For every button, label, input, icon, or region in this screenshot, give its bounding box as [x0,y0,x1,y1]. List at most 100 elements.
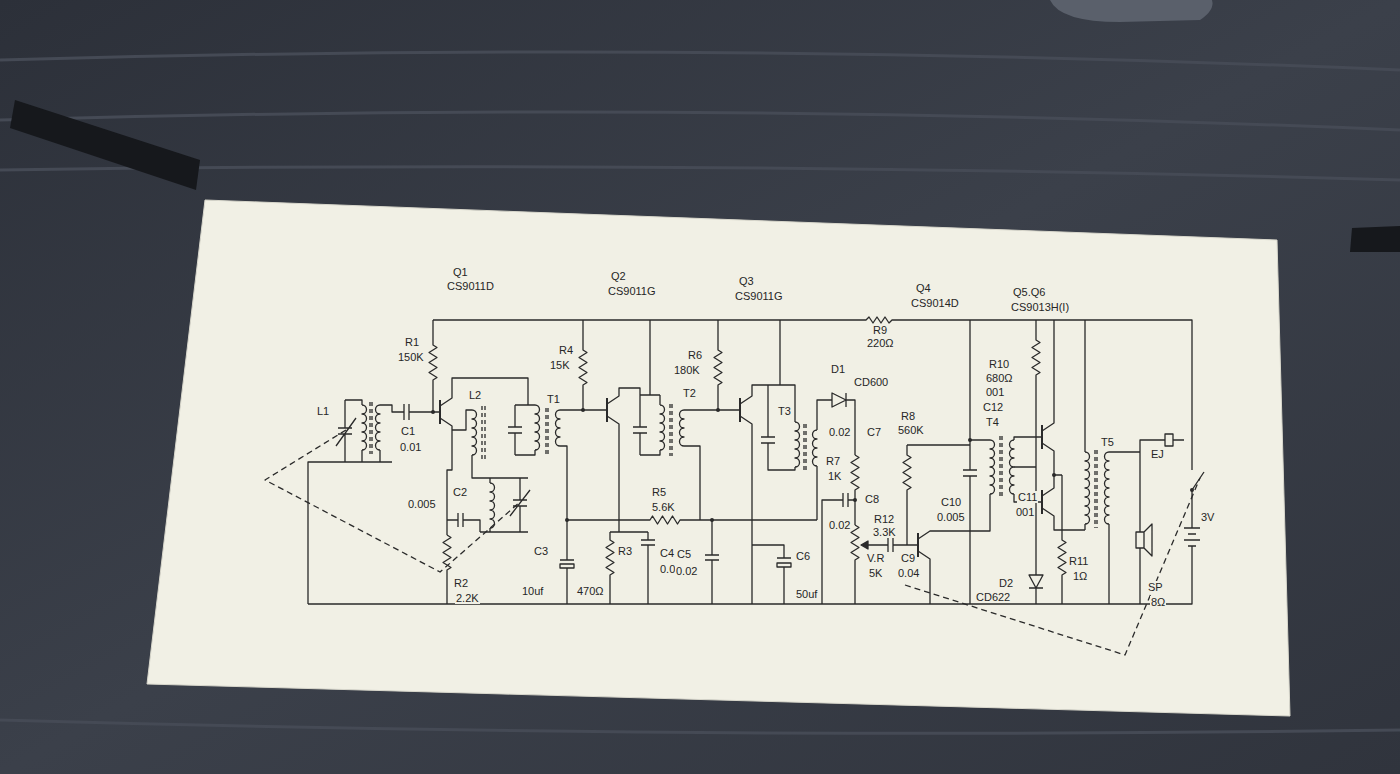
component-label: 3.3K [872,526,897,538]
coil-symbol [795,422,800,467]
component-label: 10uf [521,585,544,597]
ferrite-core [482,406,485,462]
component-label: 001 [985,386,1005,398]
component-label: C1 [400,425,416,437]
component-label: R11 [1068,555,1089,567]
junction-dot [565,518,569,522]
junction-dot [1190,488,1194,492]
component-label: C11 [1017,491,1038,503]
gang-link [265,430,520,572]
junction-dot [581,408,585,412]
battery-symbol [1184,528,1200,546]
coil-symbol [680,410,741,520]
component-label: 560K [897,424,925,436]
coil-symbol [1010,440,1015,494]
coil-symbol [556,410,561,446]
component-label: 0.02 [828,426,851,438]
transistor-symbol [607,388,648,532]
transistor-symbol [439,400,441,424]
component-label: 0.02 [828,519,851,531]
component-label: Q1 [452,266,469,278]
component-label: T2 [682,387,697,399]
capacitor-symbol [705,520,719,604]
component-label: C2 [452,486,468,498]
component-label: R4 [558,344,574,356]
resistor-symbol [1058,475,1066,604]
antenna-coil-frame [308,400,404,604]
case-rib [10,100,200,190]
component-label: CD622 [975,591,1011,603]
resistor-symbol [851,455,859,525]
component-label: 0.02 [675,565,698,577]
ferrite-core [670,404,672,456]
component-label: T1 [546,393,561,405]
component-label: 5K [868,567,883,579]
component-label: R9 [872,324,888,336]
coil-symbol [490,483,495,528]
component-label: Q4 [915,282,932,294]
component-label: R10 [988,358,1010,370]
component-label: Q5.Q6 [1012,286,1046,298]
tuning-capacitor [336,400,356,462]
coil-symbol [990,440,995,494]
case-boss [1050,0,1213,22]
component-label: SP [1147,581,1164,593]
component-label: 50uf [795,588,818,600]
junction-dot [716,408,720,412]
speaker-symbol [1136,524,1152,556]
capacitor-symbol [822,493,855,604]
wire [1109,440,1184,604]
ferrite-core [804,424,806,472]
resistor-symbol [606,532,614,604]
component-label: 0.005 [936,511,966,523]
coil-symbol [535,405,540,450]
ferrite-core [1000,436,1002,498]
component-label: 1Ω [1072,570,1088,582]
component-label: R3 [617,545,633,557]
diode-symbol [832,393,855,455]
component-label: R1 [404,336,420,348]
bottom-rail [308,546,1192,604]
junction-dot [1052,473,1056,477]
capacitor-symbol [404,404,440,420]
component-label: T3 [777,405,792,417]
component-label: C4 [659,547,675,559]
component-label: R6 [687,349,703,361]
ferrite-core [370,402,372,454]
tuning-capacitor [510,478,530,532]
transistor-symbol [918,494,990,604]
output-transformer [1084,320,1085,530]
component-label: C9 [900,552,916,564]
junction-dots [431,408,1194,522]
component-label: 470Ω [576,585,605,597]
transistor-symbol [606,398,608,422]
transistor-symbol [440,378,528,535]
component-label: C8 [864,493,880,505]
transistor-symbol [739,398,741,422]
switch-link [905,478,1200,655]
component-label: L2 [468,389,482,401]
electrolytic-capacitor [777,558,791,604]
junction-dot [853,498,857,502]
detector-transformer [761,415,795,470]
component-label: T4 [985,416,1000,428]
component-label: 680Ω [985,372,1014,384]
resistor-symbol [903,445,970,545]
wiper-arrow [861,541,868,549]
component-label: C6 [795,550,811,562]
component-label: C5 [676,548,692,560]
resistor-symbol [579,320,587,410]
component-label: C7 [866,426,882,438]
electrolytic-capacitor [560,520,574,604]
resistor-symbol [429,320,437,412]
component-label: R7 [825,455,841,467]
ferrite-core [1095,450,1097,528]
component-label: 0.01 [399,441,422,453]
resistor-symbol [1032,320,1040,575]
component-label: C3 [533,545,549,557]
capacitor-symbol [447,513,480,532]
component-label: D1 [830,363,846,375]
